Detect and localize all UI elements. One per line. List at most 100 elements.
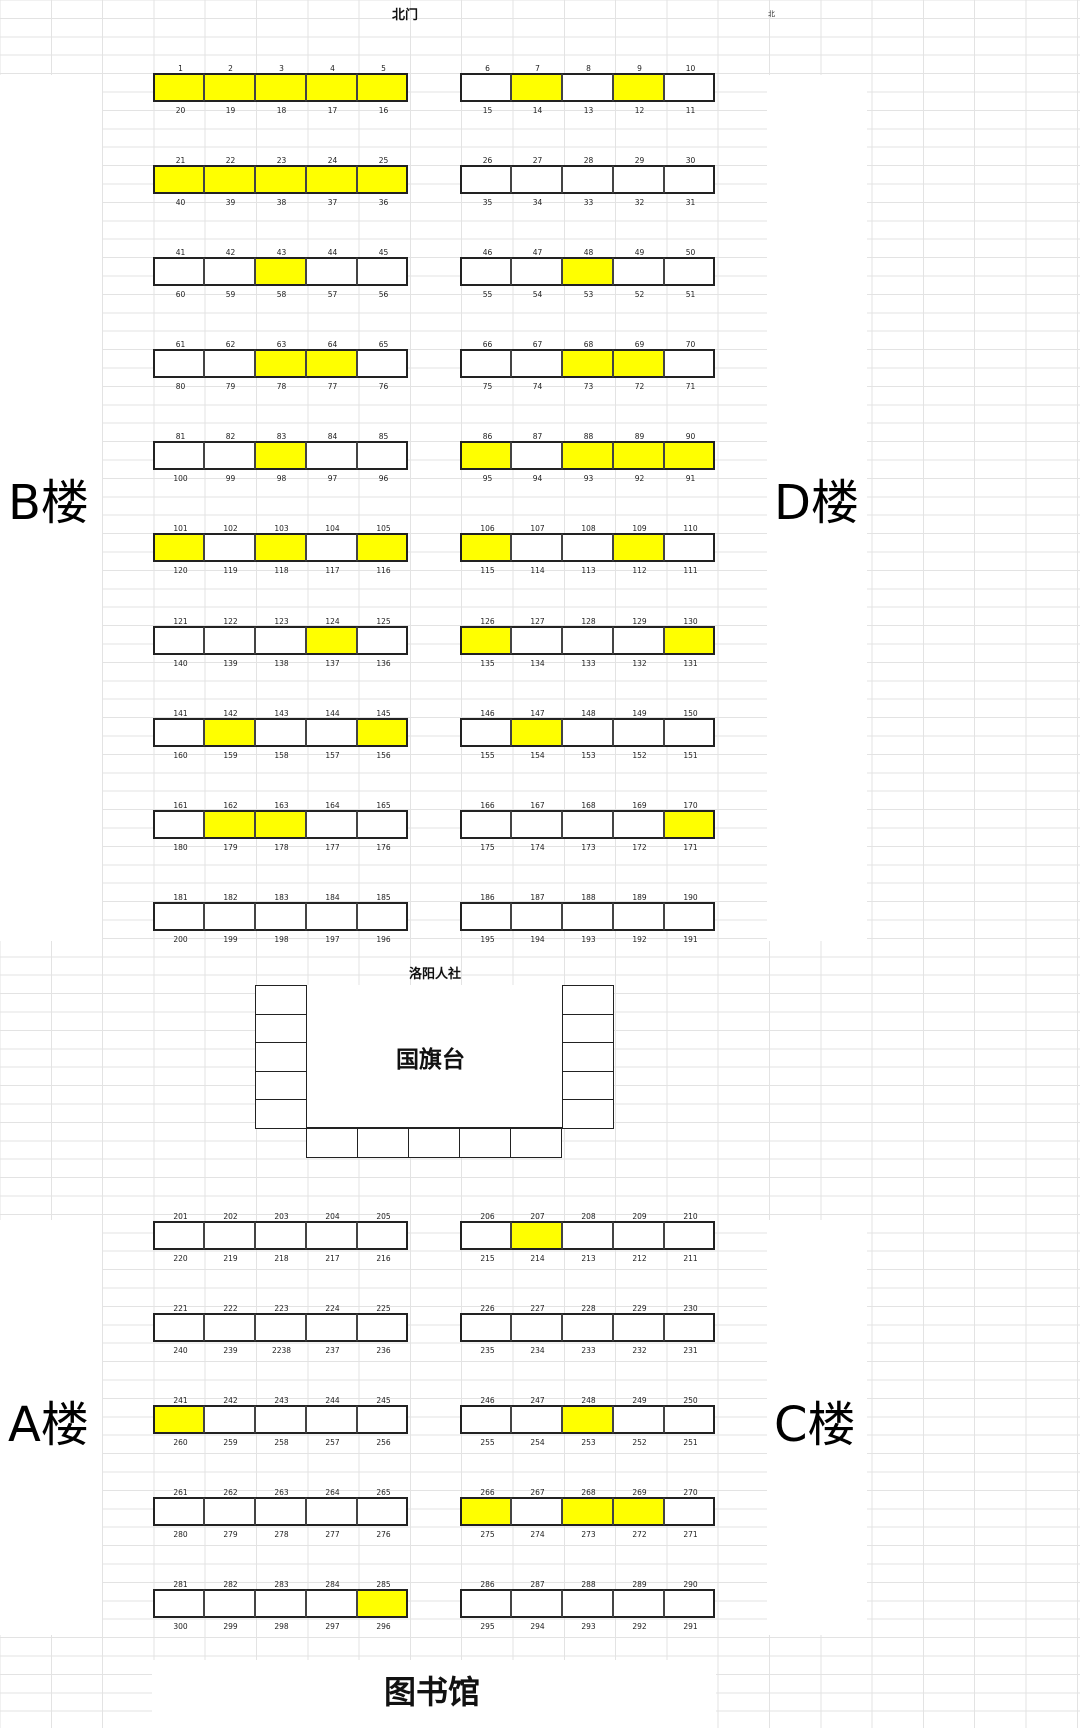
booth-cell[interactable]: 120 [153, 64, 204, 115]
booth-cell[interactable]: 165176 [357, 801, 408, 852]
booth-cell[interactable]: 188193 [562, 893, 613, 944]
booth-cell[interactable]: 8299 [204, 432, 255, 483]
booth-cell[interactable]: 102119 [204, 524, 255, 575]
booth-cell[interactable]: 270271 [664, 1488, 715, 1539]
booth-cell[interactable]: 144157 [306, 709, 357, 760]
booth-cell[interactable]: 149152 [613, 709, 664, 760]
booth-cell[interactable]: 265276 [357, 1488, 408, 1539]
booth-cell[interactable]: 162179 [204, 801, 255, 852]
booth-cell[interactable]: 141160 [153, 709, 204, 760]
booth-cell[interactable]: 289292 [613, 1580, 664, 1631]
booth-cell[interactable]: 7071 [664, 340, 715, 391]
booth-cell[interactable]: 204217 [306, 1212, 357, 1263]
booth-cell[interactable]: 5051 [664, 248, 715, 299]
booth-cell[interactable]: 130131 [664, 617, 715, 668]
booth-cell[interactable]: 124137 [306, 617, 357, 668]
booth-cell[interactable]: 123138 [255, 617, 306, 668]
booth-cell[interactable]: 318 [255, 64, 306, 115]
booth-cell[interactable]: 242259 [204, 1396, 255, 1447]
booth-cell[interactable]: 8992 [613, 432, 664, 483]
booth-cell[interactable]: 210211 [664, 1212, 715, 1263]
booth-cell[interactable]: 2232238 [255, 1304, 306, 1355]
booth-cell[interactable]: 248253 [562, 1396, 613, 1447]
booth-cell[interactable]: 222239 [204, 1304, 255, 1355]
booth-cell[interactable]: 813 [562, 64, 613, 115]
booth-cell[interactable]: 166175 [460, 801, 511, 852]
booth-cell[interactable]: 8497 [306, 432, 357, 483]
booth-cell[interactable]: 6576 [357, 340, 408, 391]
booth-cell[interactable]: 241260 [153, 1396, 204, 1447]
booth-cell[interactable]: 284297 [306, 1580, 357, 1631]
booth-cell[interactable]: 209212 [613, 1212, 664, 1263]
booth-cell[interactable]: 105116 [357, 524, 408, 575]
booth-cell[interactable]: 6180 [153, 340, 204, 391]
booth-cell[interactable]: 109112 [613, 524, 664, 575]
booth-cell[interactable]: 202219 [204, 1212, 255, 1263]
booth-cell[interactable]: 249252 [613, 1396, 664, 1447]
booth-cell[interactable]: 8398 [255, 432, 306, 483]
booth-cell[interactable]: 6774 [511, 340, 562, 391]
booth-cell[interactable]: 8893 [562, 432, 613, 483]
booth-cell[interactable]: 163178 [255, 801, 306, 852]
booth-cell[interactable]: 168173 [562, 801, 613, 852]
booth-cell[interactable]: 2437 [306, 156, 357, 207]
booth-cell[interactable]: 189192 [613, 893, 664, 944]
booth-cell[interactable]: 221240 [153, 1304, 204, 1355]
booth-cell[interactable]: 4259 [204, 248, 255, 299]
booth-cell[interactable]: 262279 [204, 1488, 255, 1539]
booth-cell[interactable]: 219 [204, 64, 255, 115]
booth-cell[interactable]: 181200 [153, 893, 204, 944]
booth-cell[interactable]: 161180 [153, 801, 204, 852]
booth-cell[interactable]: 2932 [613, 156, 664, 207]
booth-cell[interactable]: 106115 [460, 524, 511, 575]
booth-cell[interactable]: 4853 [562, 248, 613, 299]
booth-cell[interactable]: 127134 [511, 617, 562, 668]
booth-cell[interactable]: 516 [357, 64, 408, 115]
booth-cell[interactable]: 185196 [357, 893, 408, 944]
booth-cell[interactable]: 107114 [511, 524, 562, 575]
booth-cell[interactable]: 250251 [664, 1396, 715, 1447]
booth-cell[interactable]: 225236 [357, 1304, 408, 1355]
booth-cell[interactable]: 6477 [306, 340, 357, 391]
booth-cell[interactable]: 6972 [613, 340, 664, 391]
booth-cell[interactable]: 2338 [255, 156, 306, 207]
booth-cell[interactable]: 4754 [511, 248, 562, 299]
booth-cell[interactable]: 2635 [460, 156, 511, 207]
booth-cell[interactable]: 8695 [460, 432, 511, 483]
booth-cell[interactable]: 3031 [664, 156, 715, 207]
booth-cell[interactable]: 417 [306, 64, 357, 115]
booth-cell[interactable]: 6675 [460, 340, 511, 391]
booth-cell[interactable]: 104117 [306, 524, 357, 575]
booth-cell[interactable]: 6378 [255, 340, 306, 391]
booth-cell[interactable]: 261280 [153, 1488, 204, 1539]
booth-cell[interactable]: 186195 [460, 893, 511, 944]
booth-cell[interactable]: 912 [613, 64, 664, 115]
booth-cell[interactable]: 281300 [153, 1580, 204, 1631]
booth-cell[interactable]: 246255 [460, 1396, 511, 1447]
booth-cell[interactable]: 205216 [357, 1212, 408, 1263]
booth-cell[interactable]: 182199 [204, 893, 255, 944]
booth-cell[interactable]: 4457 [306, 248, 357, 299]
booth-cell[interactable]: 207214 [511, 1212, 562, 1263]
booth-cell[interactable]: 2734 [511, 156, 562, 207]
booth-cell[interactable]: 6873 [562, 340, 613, 391]
booth-cell[interactable]: 8794 [511, 432, 562, 483]
booth-cell[interactable]: 146155 [460, 709, 511, 760]
booth-cell[interactable]: 4655 [460, 248, 511, 299]
booth-cell[interactable]: 108113 [562, 524, 613, 575]
booth-cell[interactable]: 201220 [153, 1212, 204, 1263]
booth-cell[interactable]: 2140 [153, 156, 204, 207]
booth-cell[interactable]: 288293 [562, 1580, 613, 1631]
booth-cell[interactable]: 147154 [511, 709, 562, 760]
booth-cell[interactable]: 184197 [306, 893, 357, 944]
booth-cell[interactable]: 148153 [562, 709, 613, 760]
booth-cell[interactable]: 2833 [562, 156, 613, 207]
booth-cell[interactable]: 167174 [511, 801, 562, 852]
booth-cell[interactable]: 227234 [511, 1304, 562, 1355]
booth-cell[interactable]: 122139 [204, 617, 255, 668]
booth-cell[interactable]: 244257 [306, 1396, 357, 1447]
booth-cell[interactable]: 110111 [664, 524, 715, 575]
booth-cell[interactable]: 264277 [306, 1488, 357, 1539]
booth-cell[interactable]: 290291 [664, 1580, 715, 1631]
booth-cell[interactable]: 125136 [357, 617, 408, 668]
